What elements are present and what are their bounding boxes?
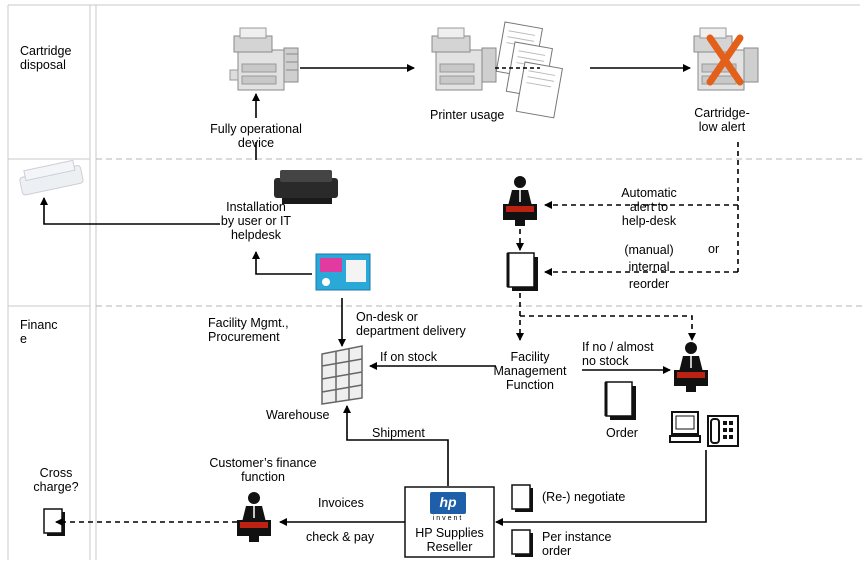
manual-reorder-label: (manual) internal reorder bbox=[624, 243, 674, 291]
computer-icon bbox=[669, 411, 701, 443]
installation-label: Installation by user or IT helpdesk bbox=[220, 200, 292, 242]
per-instance-document-icon bbox=[511, 529, 533, 557]
renegotiate-label: (Re-) negotiate bbox=[542, 490, 626, 504]
toner-cartridge-icon bbox=[274, 170, 338, 204]
printer-usage-label: Printer usage bbox=[430, 108, 505, 122]
cartridge-low-alert-label: Cartridge- low alert bbox=[694, 106, 750, 134]
if-on-stock-label: If on stock bbox=[380, 350, 437, 364]
supplier-person-icon bbox=[674, 342, 708, 392]
hp-reseller-box bbox=[404, 486, 495, 558]
warehouse-shelf-icon bbox=[321, 345, 363, 405]
cartridge-box-icon bbox=[315, 253, 371, 291]
fully-operational-label: Fully operational device bbox=[210, 122, 302, 150]
reorder-document-icon bbox=[506, 252, 538, 291]
customer-finance-label: Customer’s finance function bbox=[209, 456, 317, 484]
negotiate-document-icon bbox=[511, 484, 533, 512]
arrows-dashed bbox=[55, 142, 739, 526]
on-desk-delivery-label: On-desk or department delivery bbox=[356, 310, 466, 338]
phone-icon bbox=[707, 415, 739, 447]
per-instance-order-label: Per instance order bbox=[542, 530, 612, 558]
arrows-solid bbox=[40, 64, 707, 526]
facility-function-label: Facility Management Function bbox=[493, 350, 567, 392]
lane-label-finance: Financ e bbox=[20, 318, 58, 346]
facility-procurement-label: Facility Mgmt., Procurement bbox=[208, 316, 289, 344]
paper-stack-icon bbox=[495, 21, 564, 119]
spent-cartridge-icon bbox=[19, 159, 84, 196]
lane-frame bbox=[7, 4, 860, 560]
printer-icon-2 bbox=[431, 27, 497, 91]
hp-logo-text: hp bbox=[439, 494, 457, 510]
warehouse-label: Warehouse bbox=[266, 408, 330, 422]
order-document-icon bbox=[604, 381, 636, 420]
if-no-stock-label: If no / almost no stock bbox=[582, 340, 654, 368]
lane-label-cartridge-disposal: Cartridge disposal bbox=[20, 44, 72, 72]
helpdesk-person-icon bbox=[503, 176, 537, 226]
order-label: Order bbox=[606, 426, 638, 440]
hp-logo-icon bbox=[430, 492, 466, 514]
reseller-label: HP Supplies Reseller bbox=[415, 526, 484, 554]
printer-icon-1 bbox=[229, 27, 299, 91]
cross-charge-label: Cross charge? bbox=[33, 466, 79, 494]
or-label: or bbox=[708, 242, 720, 256]
invoices-label: Invoices bbox=[318, 496, 364, 510]
automatic-alert-label: Automatic alert to help-desk bbox=[621, 186, 677, 228]
hp-invent-text: invent bbox=[432, 515, 464, 522]
shipment-label: Shipment bbox=[372, 426, 425, 440]
lane-dividers bbox=[96, 158, 862, 307]
finance-person-icon bbox=[237, 492, 271, 542]
check-pay-label: check & pay bbox=[306, 530, 375, 544]
alert-x-icon bbox=[706, 34, 744, 86]
